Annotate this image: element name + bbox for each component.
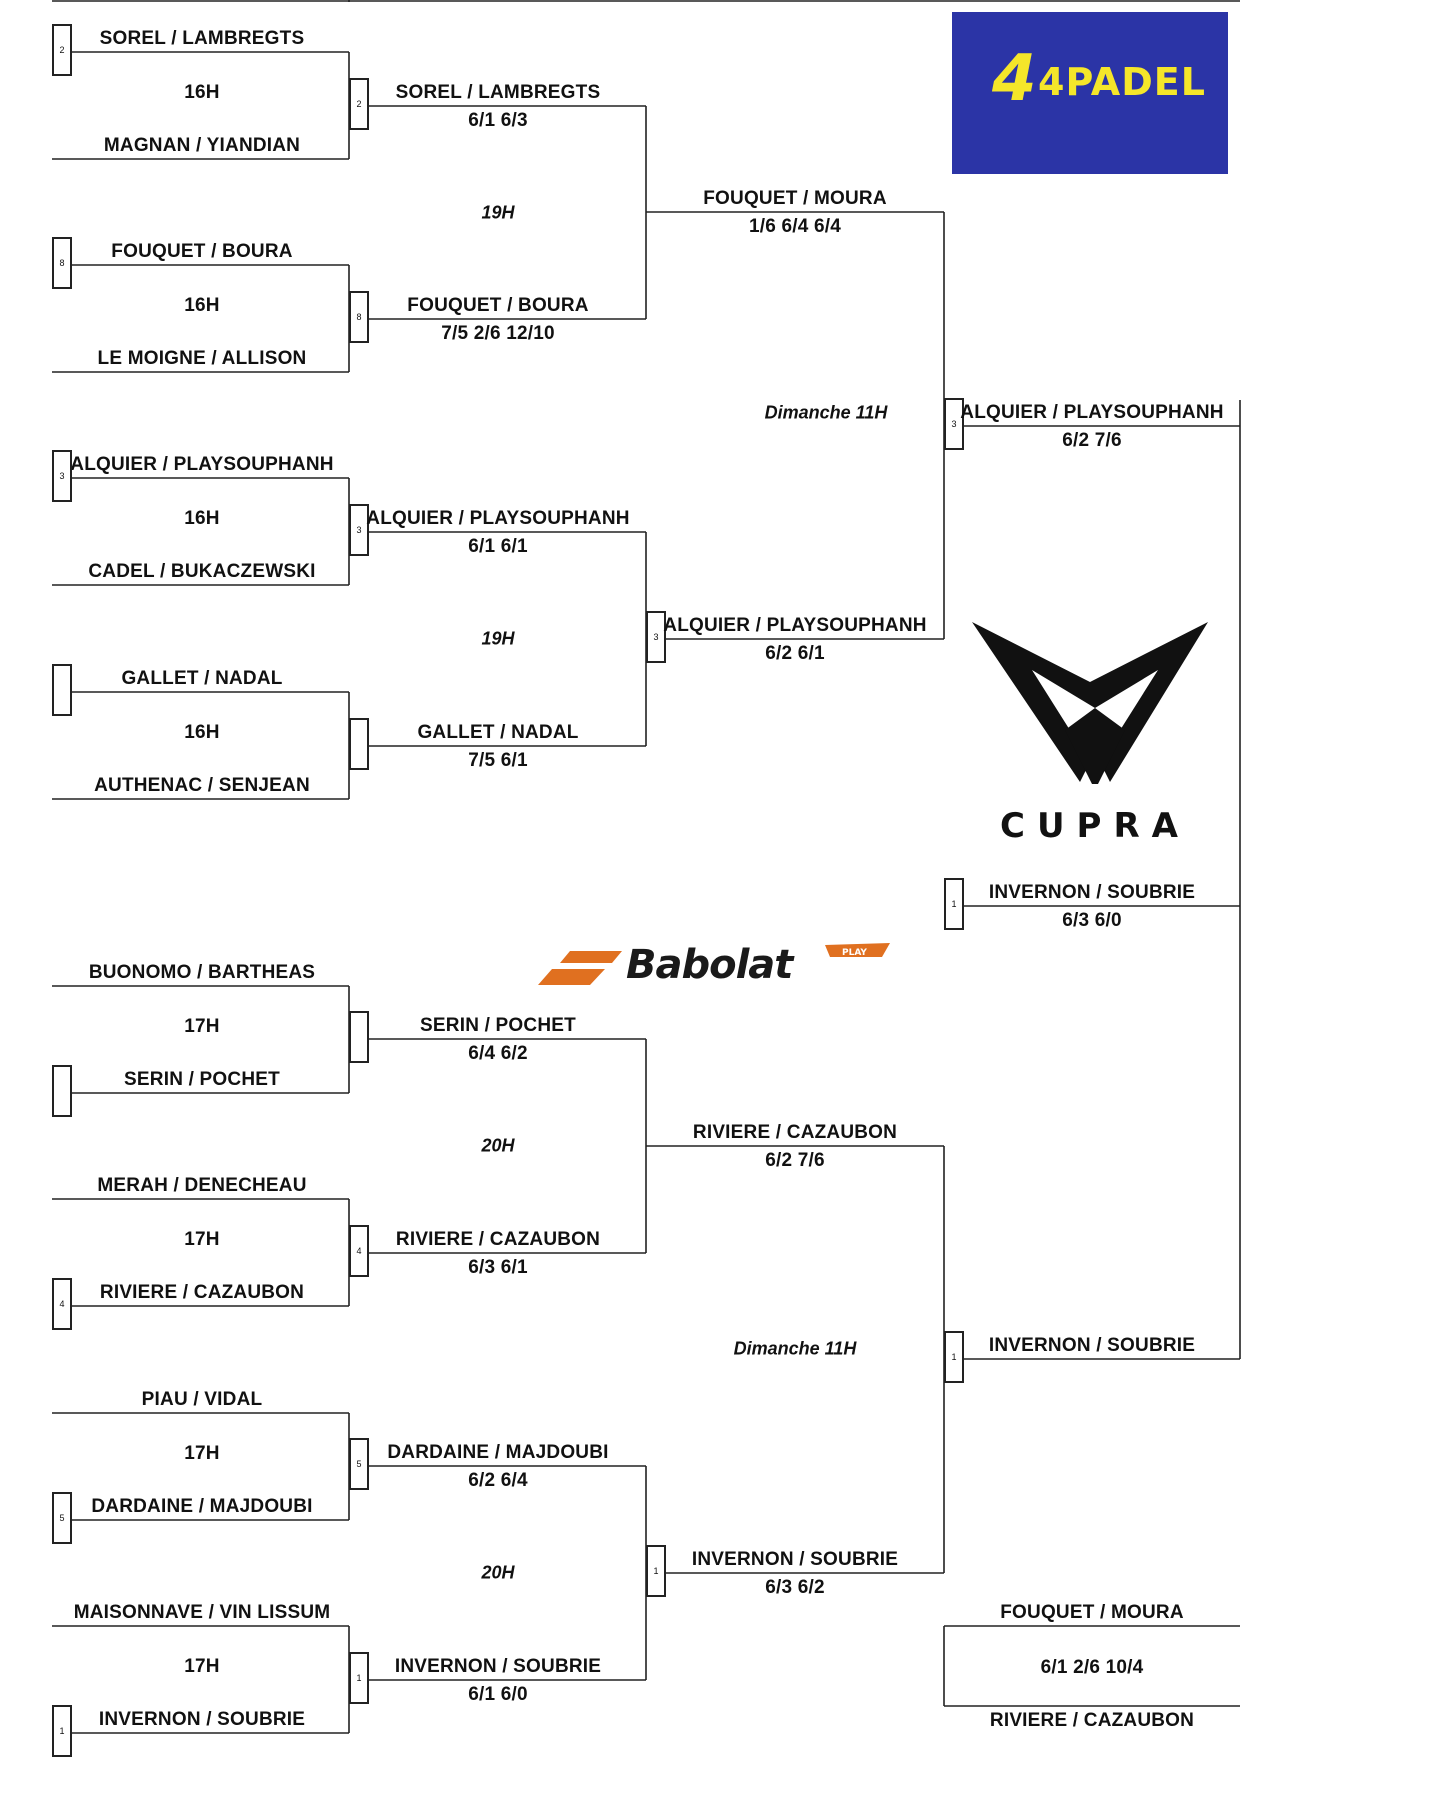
round1-match-time: 17H <box>184 1016 220 1037</box>
seed-box: 2 <box>52 24 72 76</box>
round3-score: 6/3 6/2 <box>765 1577 825 1598</box>
padel-four-glyph: 4 <box>992 42 1037 116</box>
round3-score: 6/2 7/6 <box>765 1150 825 1171</box>
round4-team: ALQUIER / PLAYSOUPHANH <box>960 402 1224 423</box>
round2-score: 6/2 6/4 <box>468 1470 528 1491</box>
round2-team: SOREL / LAMBREGTS <box>395 82 601 103</box>
round2-team: FOUQUET / BOURA <box>407 295 589 316</box>
round2-score: 7/5 2/6 12/10 <box>441 323 555 344</box>
round4-team: INVERNON / SOUBRIE <box>988 1335 1196 1356</box>
round1-match-time: 16H <box>184 722 220 743</box>
round1-team-bottom: INVERNON / SOUBRIE <box>98 1709 306 1730</box>
seed-box <box>349 1011 369 1063</box>
seed-box: 3 <box>646 611 666 663</box>
seed-box: 1 <box>52 1705 72 1757</box>
round2-match-time: 19H <box>481 202 515 222</box>
final-team: INVERNON / SOUBRIE <box>988 882 1196 903</box>
third-place-score: 6/1 2/6 10/4 <box>1040 1657 1144 1678</box>
round1-team-top: GALLET / NADAL <box>121 668 283 689</box>
round3-team: ALQUIER / PLAYSOUPHANH <box>663 615 927 636</box>
round1-team-bottom: SERIN / POCHET <box>124 1069 280 1090</box>
round1-match-time: 16H <box>184 295 220 316</box>
round3-score: 1/6 6/4 6/4 <box>749 216 841 237</box>
round3-score: 6/2 6/1 <box>765 643 825 664</box>
round2-team: GALLET / NADAL <box>417 722 579 743</box>
seed-box: 2 <box>349 78 369 130</box>
round1-team-top: ALQUIER / PLAYSOUPHANH <box>70 454 334 475</box>
seed-box: 1 <box>646 1545 666 1597</box>
round2-team: INVERNON / SOUBRIE <box>394 1656 602 1677</box>
round1-team-bottom: AUTHENAC / SENJEAN <box>94 775 310 796</box>
round2-team: DARDAINE / MAJDOUBI <box>387 1442 609 1463</box>
seed-box <box>52 664 72 716</box>
babolat-logo-icon: PLAY <box>538 943 890 985</box>
round1-team-bottom: RIVIERE / CAZAUBON <box>99 1282 305 1303</box>
round2-score: 6/1 6/1 <box>468 536 528 557</box>
round3-match-time: Dimanche 11H <box>733 1338 857 1359</box>
seed-box: 4 <box>52 1278 72 1330</box>
round2-team: RIVIERE / CAZAUBON <box>395 1229 601 1250</box>
third-place-team-bottom: RIVIERE / CAZAUBON <box>989 1710 1195 1731</box>
round3-team: FOUQUET / MOURA <box>703 188 887 209</box>
round2-team: ALQUIER / PLAYSOUPHANH <box>366 508 630 529</box>
round1-team-bottom: CADEL / BUKACZEWSKI <box>88 561 316 582</box>
round1-team-top: FOUQUET / BOURA <box>111 241 293 262</box>
round3-team: INVERNON / SOUBRIE <box>691 1549 899 1570</box>
third-place-team-top: FOUQUET / MOURA <box>1000 1602 1184 1623</box>
round1-team-top: MAISONNAVE / VIN LISSUM <box>73 1602 331 1623</box>
round3-team: RIVIERE / CAZAUBON <box>692 1122 898 1143</box>
round4-score: 6/2 7/6 <box>1062 430 1122 451</box>
cupra-wordmark: CUPRA <box>1000 806 1190 846</box>
seed-box: 3 <box>52 450 72 502</box>
round2-team: SERIN / POCHET <box>420 1015 576 1036</box>
round1-match-time: 17H <box>184 1229 220 1250</box>
round1-team-bottom: LE MOIGNE / ALLISON <box>97 348 307 369</box>
seed-box: 5 <box>349 1438 369 1490</box>
4padel-logo: 4 4PADEL <box>952 12 1228 174</box>
seed-box: 1 <box>944 878 964 930</box>
round2-match-time: 20H <box>481 1562 515 1583</box>
seed-box: 4 <box>349 1225 369 1277</box>
seed-box <box>349 718 369 770</box>
round1-team-top: MERAH / DENECHEAU <box>97 1175 307 1196</box>
round2-score: 6/4 6/2 <box>468 1043 528 1064</box>
round2-score: 7/5 6/1 <box>468 750 528 771</box>
round1-team-top: SOREL / LAMBREGTS <box>99 28 305 49</box>
round3-match-time: Dimanche 11H <box>764 402 888 423</box>
round1-match-time: 17H <box>184 1656 220 1677</box>
seed-box: 1 <box>349 1652 369 1704</box>
round1-match-time: 16H <box>184 508 220 529</box>
round1-team-top: PIAU / VIDAL <box>141 1389 263 1410</box>
babolat-tag: PLAY <box>842 948 867 958</box>
final-score: 6/3 6/0 <box>1062 910 1122 931</box>
round1-match-time: 17H <box>184 1443 220 1464</box>
seed-box: 8 <box>349 291 369 343</box>
round2-score: 6/1 6/3 <box>468 110 528 131</box>
padel-logo-text: 4PADEL <box>1038 60 1206 104</box>
seed-box: 8 <box>52 237 72 289</box>
seed-box: 3 <box>349 504 369 556</box>
seed-box: 1 <box>944 1331 964 1383</box>
seed-box: 3 <box>944 398 964 450</box>
round1-team-bottom: MAGNAN / YIANDIAN <box>103 135 301 156</box>
babolat-wordmark: Babolat <box>626 942 793 988</box>
seed-box <box>52 1065 72 1117</box>
round2-match-time: 19H <box>481 628 515 649</box>
cupra-logo-icon <box>972 622 1208 784</box>
round1-match-time: 16H <box>184 82 220 103</box>
round1-team-top: BUONOMO / BARTHEAS <box>88 962 316 983</box>
round2-match-time: 20H <box>481 1135 515 1156</box>
round1-team-bottom: DARDAINE / MAJDOUBI <box>91 1496 313 1517</box>
round2-score: 6/1 6/0 <box>468 1684 528 1705</box>
round2-score: 6/3 6/1 <box>468 1257 528 1278</box>
seed-box: 5 <box>52 1492 72 1544</box>
